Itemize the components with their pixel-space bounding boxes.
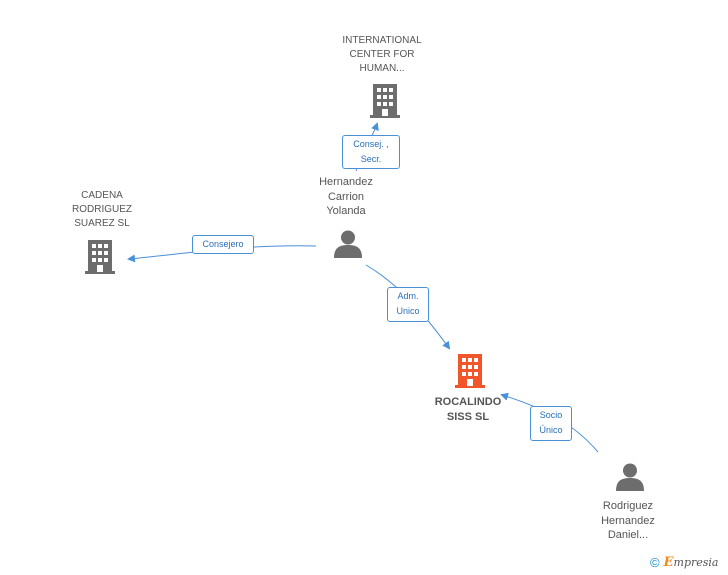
edge-label-adm-unico: Adm. Unico [387, 287, 429, 322]
building-icon[interactable] [455, 354, 485, 388]
node-label-hernandez-carrion[interactable]: Hernandez Carrion Yolanda [319, 176, 373, 217]
node-label-rodriguez-hernandez[interactable]: Rodriguez Hernandez Daniel... [601, 500, 655, 541]
copyright-symbol: © [650, 555, 660, 570]
person-icon[interactable] [334, 230, 362, 259]
edge-label-consejero: Consejero [192, 235, 254, 254]
node-label-cadena[interactable]: CADENA RODRIGUEZ SUAREZ SL [72, 190, 132, 229]
building-icon[interactable] [85, 240, 115, 274]
empresia-logo[interactable]: Empresia [664, 555, 719, 570]
building-icon[interactable] [370, 84, 400, 118]
brand-rest: mpresia [673, 556, 719, 569]
node-label-rocalindo[interactable]: ROCALINDO SISS SL [434, 396, 502, 423]
brand-e: E [663, 555, 674, 570]
footer-brand: © Empresia [650, 555, 718, 570]
edge-label-socio-unico: Socio Único [530, 406, 572, 441]
node-label-international[interactable]: INTERNATIONAL CENTER FOR HUMAN... [342, 35, 422, 74]
edge-label-consej-secr: Consej. , Secr. [342, 135, 400, 169]
person-icon[interactable] [616, 463, 644, 492]
